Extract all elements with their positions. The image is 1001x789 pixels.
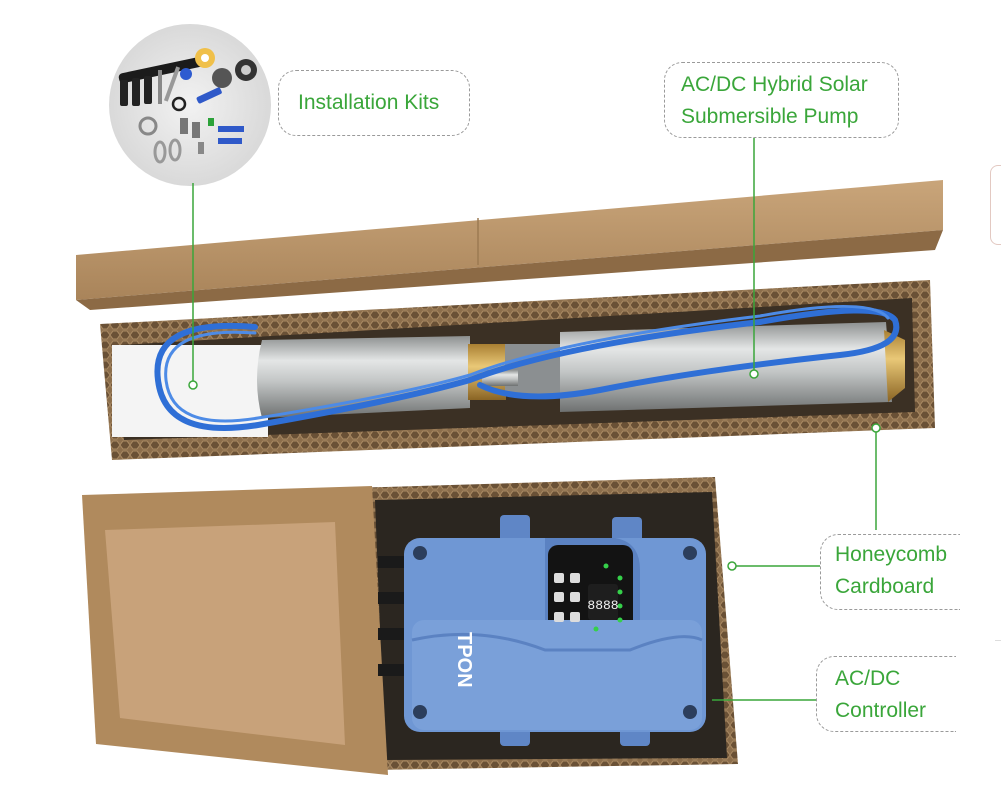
dot-pump [749,369,759,379]
controller-display: 8888 [587,598,618,613]
leader-dots [188,369,881,571]
dot-honeycomb-top [871,423,881,433]
blue-cable [154,305,900,431]
label-pump-line1: AC/DC Hybrid Solar [681,73,868,96]
edge-card [990,165,1001,245]
label-honeycomb-cardboard: Honeycomb Cardboard [820,534,960,610]
label-pump-line2: Submersible Pump [681,105,859,128]
top-box-lid [76,180,943,310]
dot-kits [188,380,198,390]
leader-lines [192,138,877,701]
label-controller-line2: Controller [835,699,927,722]
label-installation-kits-text: Installation Kits [298,91,440,114]
label-honeycomb-line2: Cardboard [835,575,935,598]
installation-kits-image [109,24,271,186]
label-controller-line1: AC/DC [835,667,901,690]
right-crop-margin [943,0,1001,784]
label-pump: AC/DC Hybrid Solar Submersible Pump [664,62,899,138]
label-installation-kits: Installation Kits [278,70,470,136]
controller-brand: TPON [453,632,475,688]
label-controller: AC/DC Controller [816,656,956,732]
label-honeycomb-line1: Honeycomb [835,543,948,566]
ac-dc-controller [378,515,706,746]
edge-divider [995,640,1001,641]
dot-honeycomb [727,561,737,571]
